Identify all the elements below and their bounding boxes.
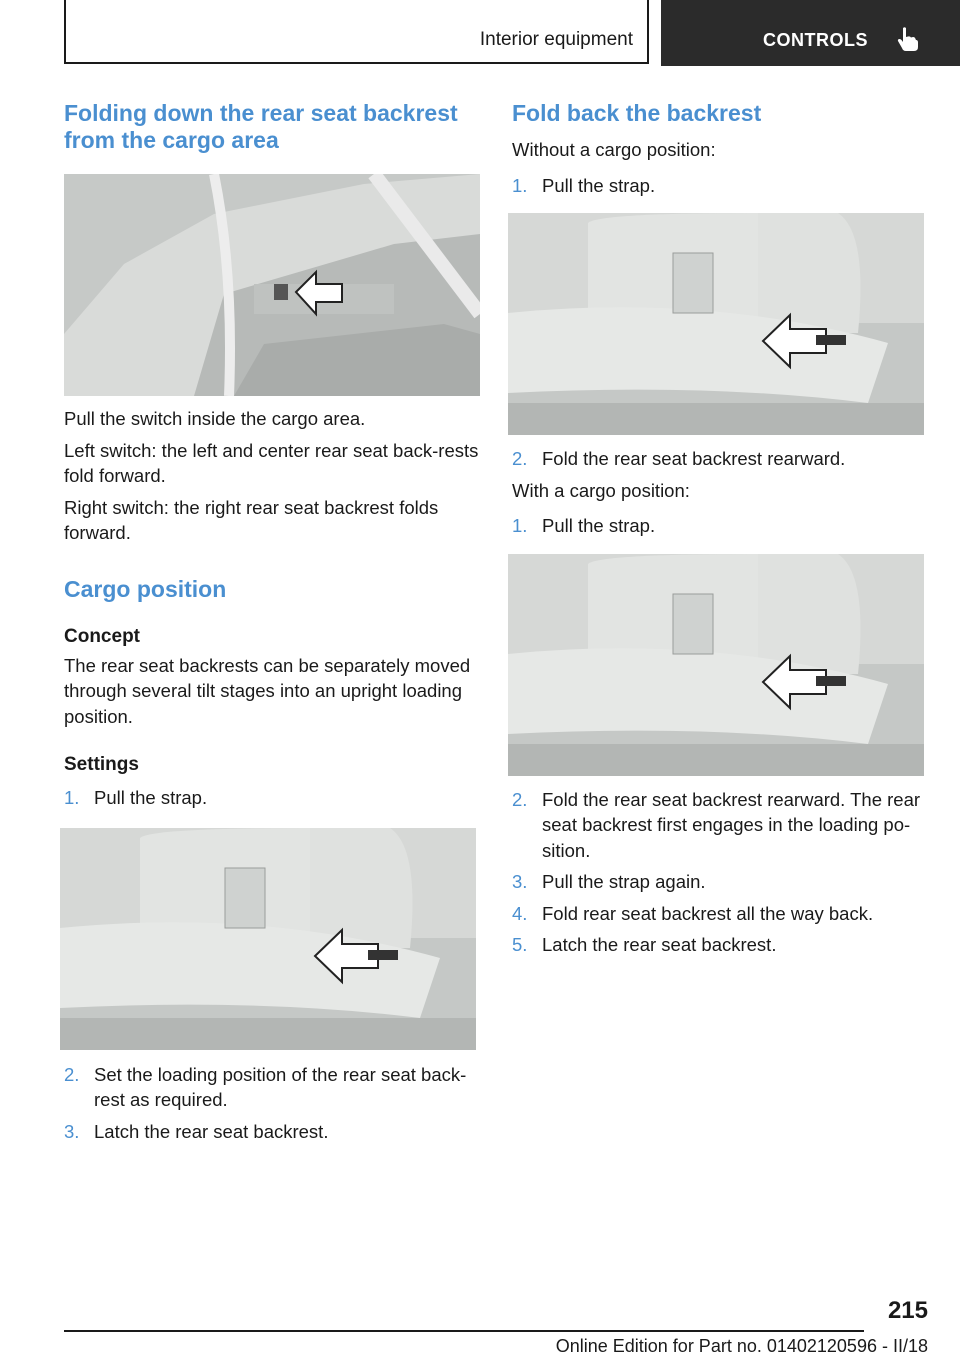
section-heading-fold-back: Fold back the backrest [512,100,762,126]
step-text: Pull the strap. [542,174,656,196]
step-number: 2. [512,788,528,810]
step-text: Latch the rear seat backrest. [94,1120,329,1142]
paragraph-without-cargo: Without a cargo position: [512,139,716,160]
step-text: Pull the strap again. [542,871,706,892]
left-column: Folding down the rear seat backrest from… [60,100,484,1145]
rear-seat-strap-illustration [508,553,924,776]
header-section-box: Interior equipment [64,0,649,64]
step-text: Pull the strap. [542,515,656,536]
paragraph-concept: The rear seat backrests can be separatel… [64,654,471,727]
list-item: 1. Pull the strap. [64,785,484,811]
subheading-settings: Settings [64,754,139,775]
page-number: 215 [887,1297,928,1324]
section-title: Interior equipment [479,29,633,50]
rear-seat-strap-illustration [508,213,924,435]
step-text: Pull the strap. [94,787,208,808]
list-item: 1. Pull the strap. [512,513,932,539]
subheading-concept: Concept [64,625,140,647]
footer-edition: Online Edition for Part no. 01402120596 … [555,1336,928,1356]
step-text: Fold the rear seat backrest rearward. Th… [542,788,921,861]
step-number: 5. [512,934,528,955]
step-number: 3. [512,871,528,892]
step-text: Fold rear seat backrest all the way back… [542,902,874,924]
right-column: Fold back the backrest Without a cargo p… [508,100,932,958]
list-item: 5. Latch the rear seat backrest. [512,932,932,958]
step-number: 3. [64,1120,80,1142]
cargo-area-switch-illustration [64,174,480,396]
rear-seat-strap-illustration [60,827,476,1050]
list-item: 1. Pull the strap. [512,173,932,199]
header-chapter-box: CONTROLS [661,0,960,66]
step-text: Set the loading position of the rear sea… [94,1063,467,1111]
paragraph-with-cargo: With a cargo position: [512,479,690,501]
footer-divider [64,1330,864,1332]
step-number: 1. [512,515,528,536]
list-item: 4. Fold rear seat backrest all the way b… [512,901,932,927]
list-item: 2. Fold the rear seat backrest rearward.… [512,787,932,864]
paragraph-left-switch: Left switch: the left and center rear se… [64,439,479,487]
step-number: 2. [512,448,528,469]
chapter-title: CONTROLS [763,30,868,50]
section-heading-cargo-position: Cargo position [64,575,227,602]
list-item: 2. Set the loading position of the rear … [64,1062,484,1113]
step-text: Latch the rear seat backrest. [542,934,777,955]
step-number: 1. [512,174,528,196]
list-item: 3. Pull the strap again. [512,869,932,895]
step-text: Fold the rear seat backrest rearward. [542,448,846,469]
step-number: 1. [64,787,80,808]
list-item: 2. Fold the rear seat backrest rearward. [512,446,932,472]
step-number: 2. [64,1063,80,1085]
pointing-hand-icon [897,27,918,51]
section-heading-fold-down: Folding down the rear seat backrest from… [64,100,458,153]
paragraph-right-switch: Right switch: the right rear seat backre… [64,496,439,544]
list-item: 3. Latch the rear seat backrest. [64,1119,484,1145]
paragraph-pull-switch: Pull the switch inside the cargo area. [64,408,366,429]
step-number: 4. [512,902,528,924]
